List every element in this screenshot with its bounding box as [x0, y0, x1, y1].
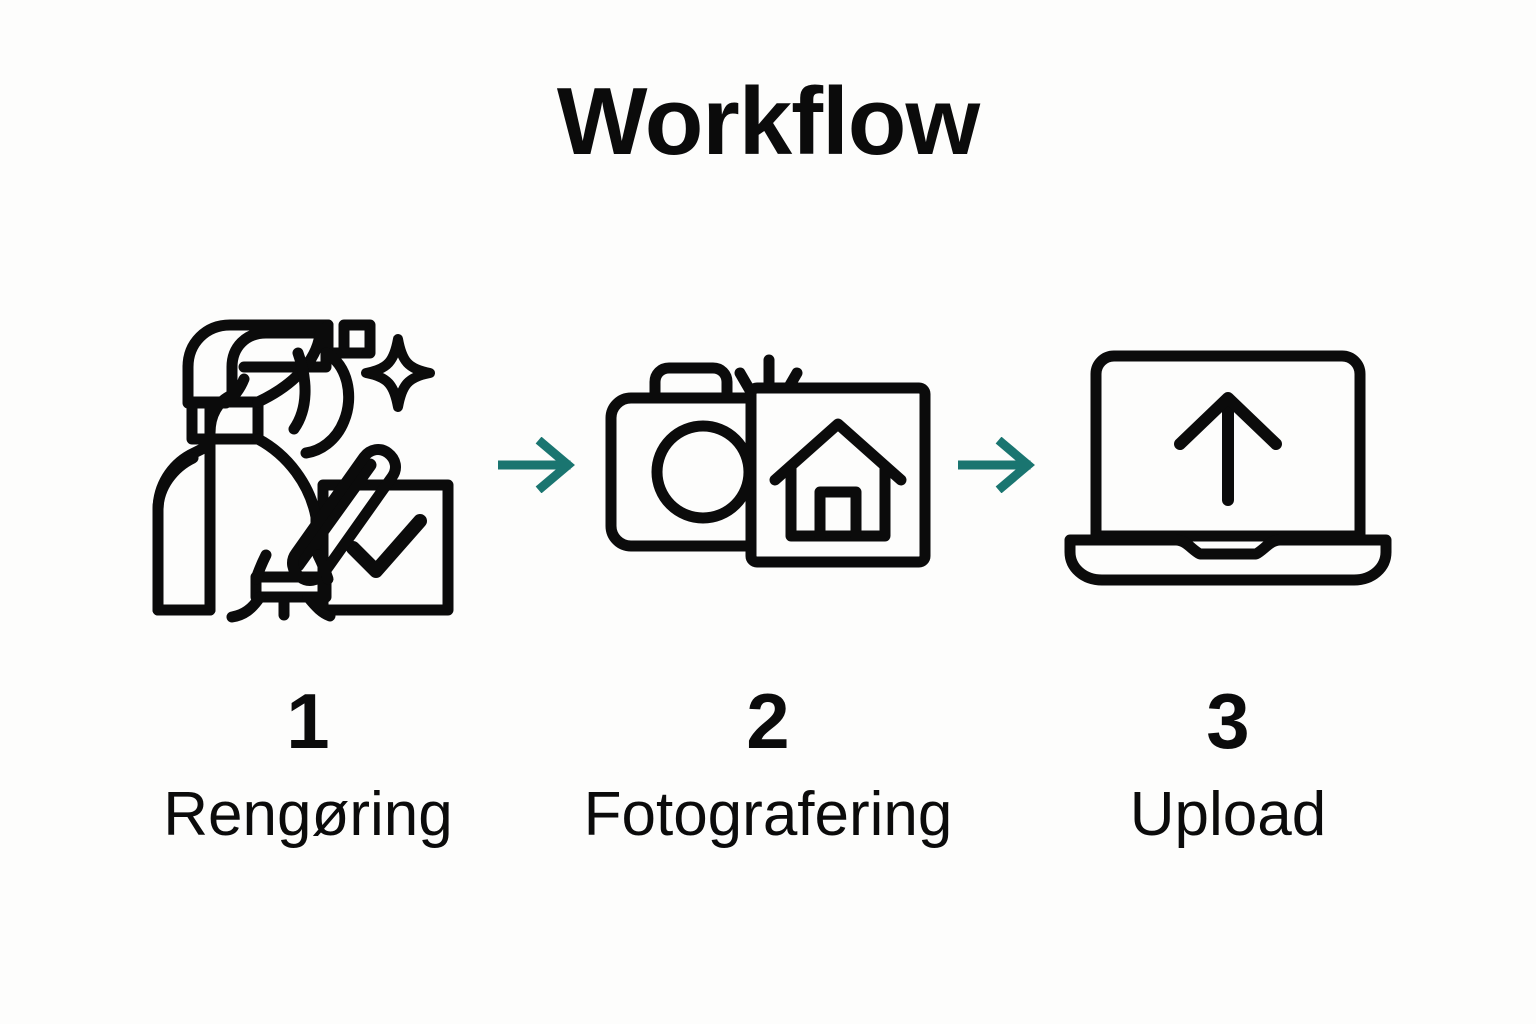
connector-arrow-1 [478, 300, 598, 630]
step-number: 1 [286, 677, 330, 765]
workflow-step-3: 3 Upload [1058, 300, 1398, 846]
step-label: Upload [1129, 780, 1327, 849]
camera-house-photo-glyph [605, 354, 931, 568]
step-number: 2 [746, 677, 790, 765]
spray-bottle-mop-check-glyph [152, 319, 454, 623]
step-number: 3 [1206, 677, 1250, 765]
step-label: Fotografering [583, 780, 953, 849]
laptop-upload-glyph [1064, 350, 1392, 586]
workflow-steps-row: 1 Rengøring [0, 300, 1536, 920]
sparkle-icon [361, 334, 435, 412]
workflow-step-2: 2 Fotografering [584, 300, 952, 846]
arrow-right-icon [958, 437, 1035, 493]
arrow-right-icon [498, 437, 575, 493]
laptop-upload-arrow-icon [1058, 300, 1398, 630]
camera-house-photo-icon [598, 300, 938, 630]
page-title: Workflow [556, 68, 980, 175]
connector-arrow-2 [938, 300, 1058, 630]
spray-bottle-mop-check-icon [138, 300, 478, 630]
workflow-step-1: 1 Rengøring [138, 300, 478, 846]
step-label: Rengøring [163, 780, 453, 849]
